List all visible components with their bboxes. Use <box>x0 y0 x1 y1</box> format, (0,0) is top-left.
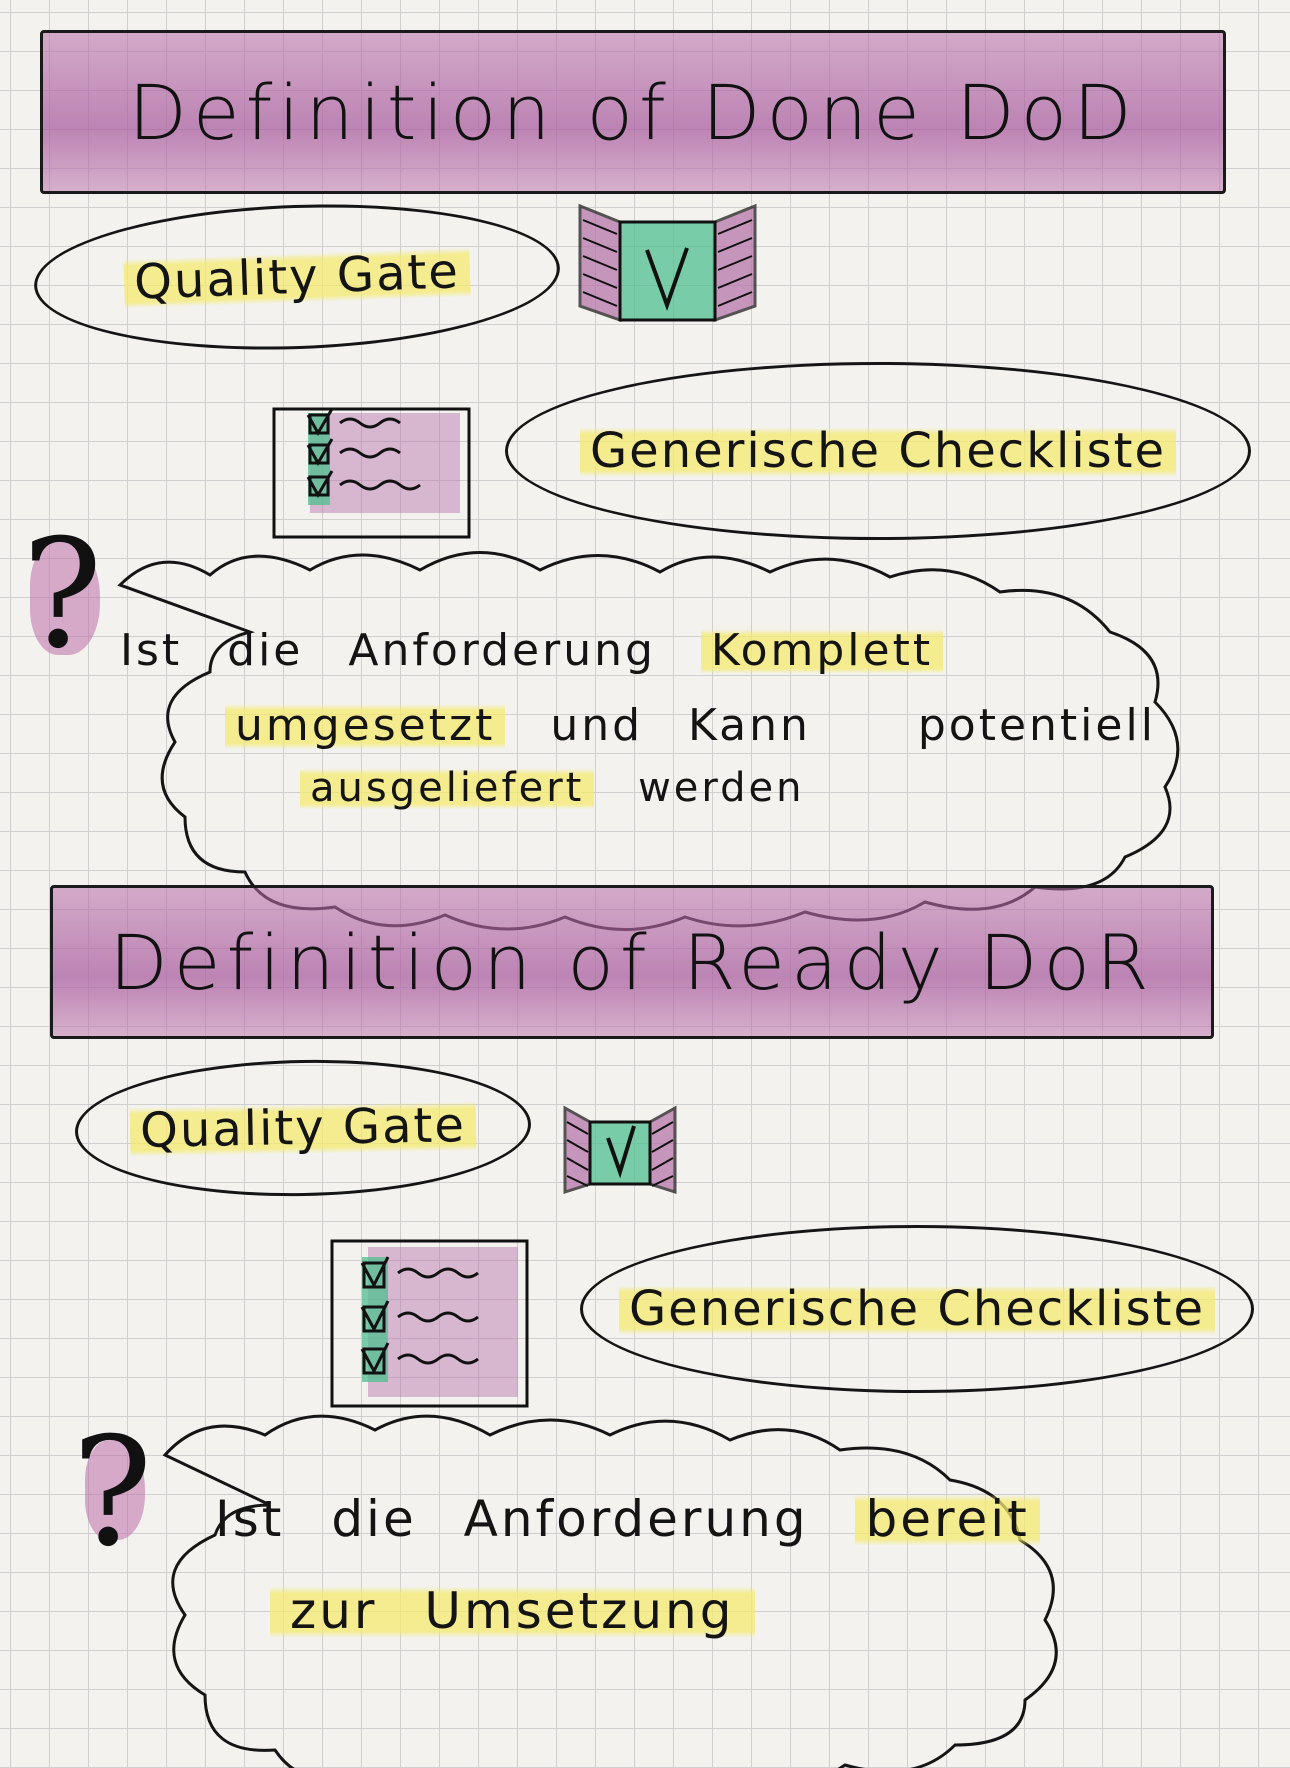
word: bereit <box>855 1490 1040 1548</box>
gate-icon <box>563 1105 677 1195</box>
dor-question-line-1: Ist die Anforderung bereit <box>215 1490 1068 1548</box>
word: die <box>227 625 304 676</box>
question-mark-highlight <box>30 540 100 655</box>
dod-checklist-oval: Generische Checkliste <box>505 362 1251 540</box>
question-mark-icon: ? <box>72 1406 153 1580</box>
dor-quality-gate-label: Quality Gate <box>129 1096 477 1160</box>
dod-title: Definition of Done DoD <box>128 67 1138 157</box>
dod-question-line-3: ausgeliefert werden <box>300 765 833 811</box>
word: Anforderung <box>463 1490 809 1548</box>
gate-icon <box>578 203 757 323</box>
dor-title: Definition of Ready DoR <box>109 917 1155 1007</box>
word: Anforderung <box>348 625 656 676</box>
word: die <box>331 1490 417 1548</box>
word: zur <box>290 1582 378 1640</box>
word: Ist <box>215 1490 285 1548</box>
question-mark-highlight <box>85 1440 145 1540</box>
word: Ist <box>120 625 183 676</box>
dor-title-banner: Definition of Ready DoR <box>50 885 1214 1039</box>
word: umgesetzt <box>225 700 506 751</box>
word: und <box>550 700 644 751</box>
dod-quality-gate-label: Quality Gate <box>123 242 471 312</box>
dod-title-banner: Definition of Done DoD <box>40 30 1226 194</box>
dor-highlight-group: zur Umsetzung <box>270 1582 755 1640</box>
dod-question-line-1: Ist die Anforderung Komplett <box>120 625 971 676</box>
dor-checklist-label: Generische Checkliste <box>618 1281 1216 1337</box>
dor-quality-gate-oval: Quality Gate <box>73 1056 533 1200</box>
word: potentiell <box>917 700 1156 751</box>
checklist-icon <box>330 1239 529 1408</box>
dor-checklist-oval: Generische Checkliste <box>580 1225 1254 1393</box>
word: Komplett <box>700 625 944 676</box>
word: Kann <box>688 700 811 751</box>
word: ausgeliefert <box>300 765 595 811</box>
dod-quality-gate-oval: Quality Gate <box>31 195 563 359</box>
checklist-icon <box>272 407 471 539</box>
question-mark-icon: ? <box>22 508 103 682</box>
word: werden <box>638 765 805 811</box>
word: Umsetzung <box>424 1582 735 1640</box>
dod-checklist-label: Generische Checkliste <box>579 423 1177 479</box>
thought-cloud <box>162 1414 1058 1768</box>
dor-question-line-2: zur Umsetzung <box>270 1582 755 1640</box>
dod-question-line-2: umgesetzt und Kann potentiell <box>225 700 1184 751</box>
